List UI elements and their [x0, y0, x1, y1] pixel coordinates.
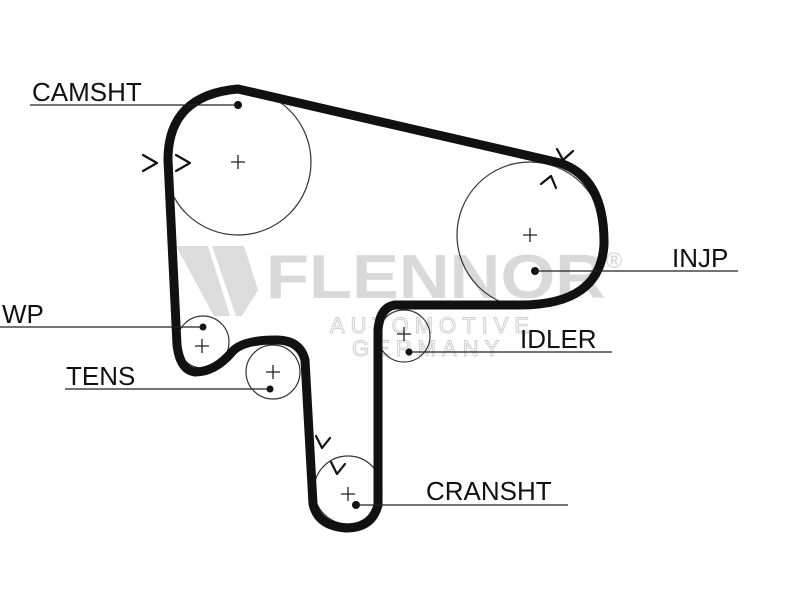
rotation-arrow-icon: [539, 174, 558, 190]
rotation-arrow-icon: [329, 460, 347, 476]
tensioner-pulley: [245, 344, 301, 400]
watermark-line1: AUTOMOTIVE: [330, 313, 535, 338]
injection-pump-label: INJP: [672, 243, 728, 273]
flennor-logo-icon: [176, 246, 258, 316]
watermark-registered-mark: ®: [606, 248, 622, 273]
rotation-arrow-icon: [174, 153, 192, 173]
camshaft-label: CAMSHT: [32, 77, 142, 107]
timing-belt: [163, 84, 609, 533]
idler-label: IDLER: [520, 324, 597, 354]
rotation-arrow-icon: [141, 153, 159, 173]
tensioner-label: TENS: [66, 361, 135, 391]
crankshaft-label: CRANSHT: [426, 476, 552, 506]
rotation-arrow-icon: [314, 434, 332, 450]
water-pump-label: WP: [2, 299, 44, 329]
rotation-arrow-icon: [555, 147, 575, 162]
